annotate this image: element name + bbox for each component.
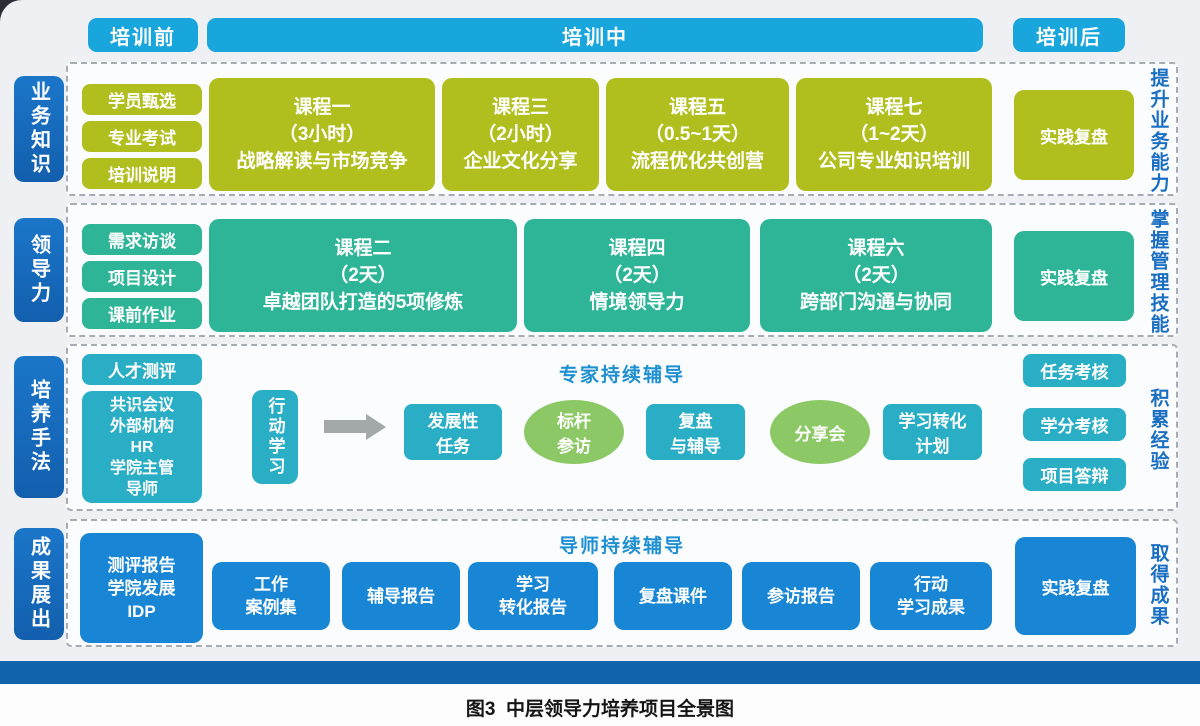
section-title-expert-coaching: 专家持续辅导 <box>558 365 685 386</box>
output-work-cases: 工作 案例集 <box>212 562 330 630</box>
stakeholders-box: 共识会议 外部机构 HR 学院主管 导师 <box>82 391 202 503</box>
phase-pill-after-training: 培训后 <box>1013 18 1125 52</box>
practice-review-box: 实践复盘 <box>1014 90 1134 180</box>
bottom-divider-bar <box>0 661 1200 684</box>
course-box-6: 课程六 （2天） 跨部门沟通与协同 <box>760 219 992 332</box>
output-learning-transfer-report: 学习 转化报告 <box>468 562 598 630</box>
outcome-label-achieve-results: 取得成果 <box>1147 543 1169 627</box>
assessment-report-box: 测评报告 学院发展 IDP <box>80 533 203 643</box>
row-leadership: 需求访谈 项目设计 课前作业 课程二 （2天） 卓越团队打造的5项修炼 课程四 … <box>66 203 1178 337</box>
flow-item-review-coaching: 复盘 与辅导 <box>646 404 745 460</box>
pre-item: 项目设计 <box>82 261 202 292</box>
assessment-item: 任务考核 <box>1023 354 1126 387</box>
pre-item: 课前作业 <box>82 298 202 329</box>
assessment-item: 学分考核 <box>1023 408 1126 441</box>
course-box-3: 课程三 （2小时） 企业文化分享 <box>442 78 599 191</box>
course-box-1: 课程一 （3小时） 战略解读与市场竞争 <box>209 78 435 191</box>
pre-item: 专业考试 <box>82 121 202 152</box>
row-training-methods: 人才测评 共识会议 外部机构 HR 学院主管 导师 行动学习 专家持续辅导 发展… <box>66 344 1178 511</box>
action-learning-box: 行动学习 <box>252 390 298 484</box>
pre-item: 学员甄选 <box>82 84 202 115</box>
outcome-label-accumulate-experience: 积累经验 <box>1147 387 1169 472</box>
output-visit-report: 参访报告 <box>742 562 860 630</box>
talent-assessment-box: 人才测评 <box>82 354 202 385</box>
course-box-2: 课程二 （2天） 卓越团队打造的5项修炼 <box>209 219 517 332</box>
phase-pill-during-training: 培训中 <box>207 18 983 52</box>
flow-item-development-task: 发展性 任务 <box>404 404 502 460</box>
practice-review-box: 实践复盘 <box>1015 537 1136 635</box>
output-review-courseware: 复盘课件 <box>614 562 732 630</box>
flow-arrow-head-icon <box>366 414 386 440</box>
rail-label-leadership: 领导力 <box>14 218 64 322</box>
flow-item-learning-transfer-plan: 学习转化 计划 <box>883 404 982 460</box>
output-action-learning-results: 行动 学习成果 <box>870 562 992 630</box>
outcome-label-improve-business: 提升业务能力 <box>1147 68 1169 194</box>
rail-label-results-display: 成果展出 <box>14 528 64 640</box>
rail-label-training-methods: 培养手法 <box>14 356 64 498</box>
course-box-7: 课程七 （1~2天） 公司专业知识培训 <box>796 78 992 191</box>
course-box-4: 课程四 （2天） 情境领导力 <box>524 219 750 332</box>
row-business-knowledge: 学员甄选 专业考试 培训说明 课程一 （3小时） 战略解读与市场竞争 课程三 （… <box>66 62 1178 196</box>
assessment-item: 项目答辩 <box>1023 458 1126 491</box>
pre-item: 需求访谈 <box>82 224 202 255</box>
caption-strip <box>0 684 1200 726</box>
flow-item-sharing-session: 分享会 <box>770 400 870 464</box>
row-results-display: 测评报告 学院发展 IDP 导师持续辅导 工作 案例集 辅导报告 学习 转化报告… <box>66 519 1178 647</box>
outcome-label-master-management: 掌握管理技能 <box>1147 209 1169 335</box>
flow-item-benchmark-visit: 标杆 参访 <box>524 400 624 464</box>
pre-item: 培训说明 <box>82 158 202 189</box>
phase-pill-before-training: 培训前 <box>88 18 198 52</box>
section-title-mentor-coaching: 导师持续辅导 <box>558 536 685 557</box>
flow-arrow-icon <box>324 420 366 433</box>
figure-caption: 图3 中层领导力培养项目全景图 <box>465 699 735 720</box>
rail-label-business-knowledge: 业务知识 <box>14 76 64 182</box>
course-box-5: 课程五 （0.5~1天） 流程优化共创营 <box>606 78 789 191</box>
output-coaching-report: 辅导报告 <box>342 562 460 630</box>
practice-review-box: 实践复盘 <box>1014 231 1134 321</box>
